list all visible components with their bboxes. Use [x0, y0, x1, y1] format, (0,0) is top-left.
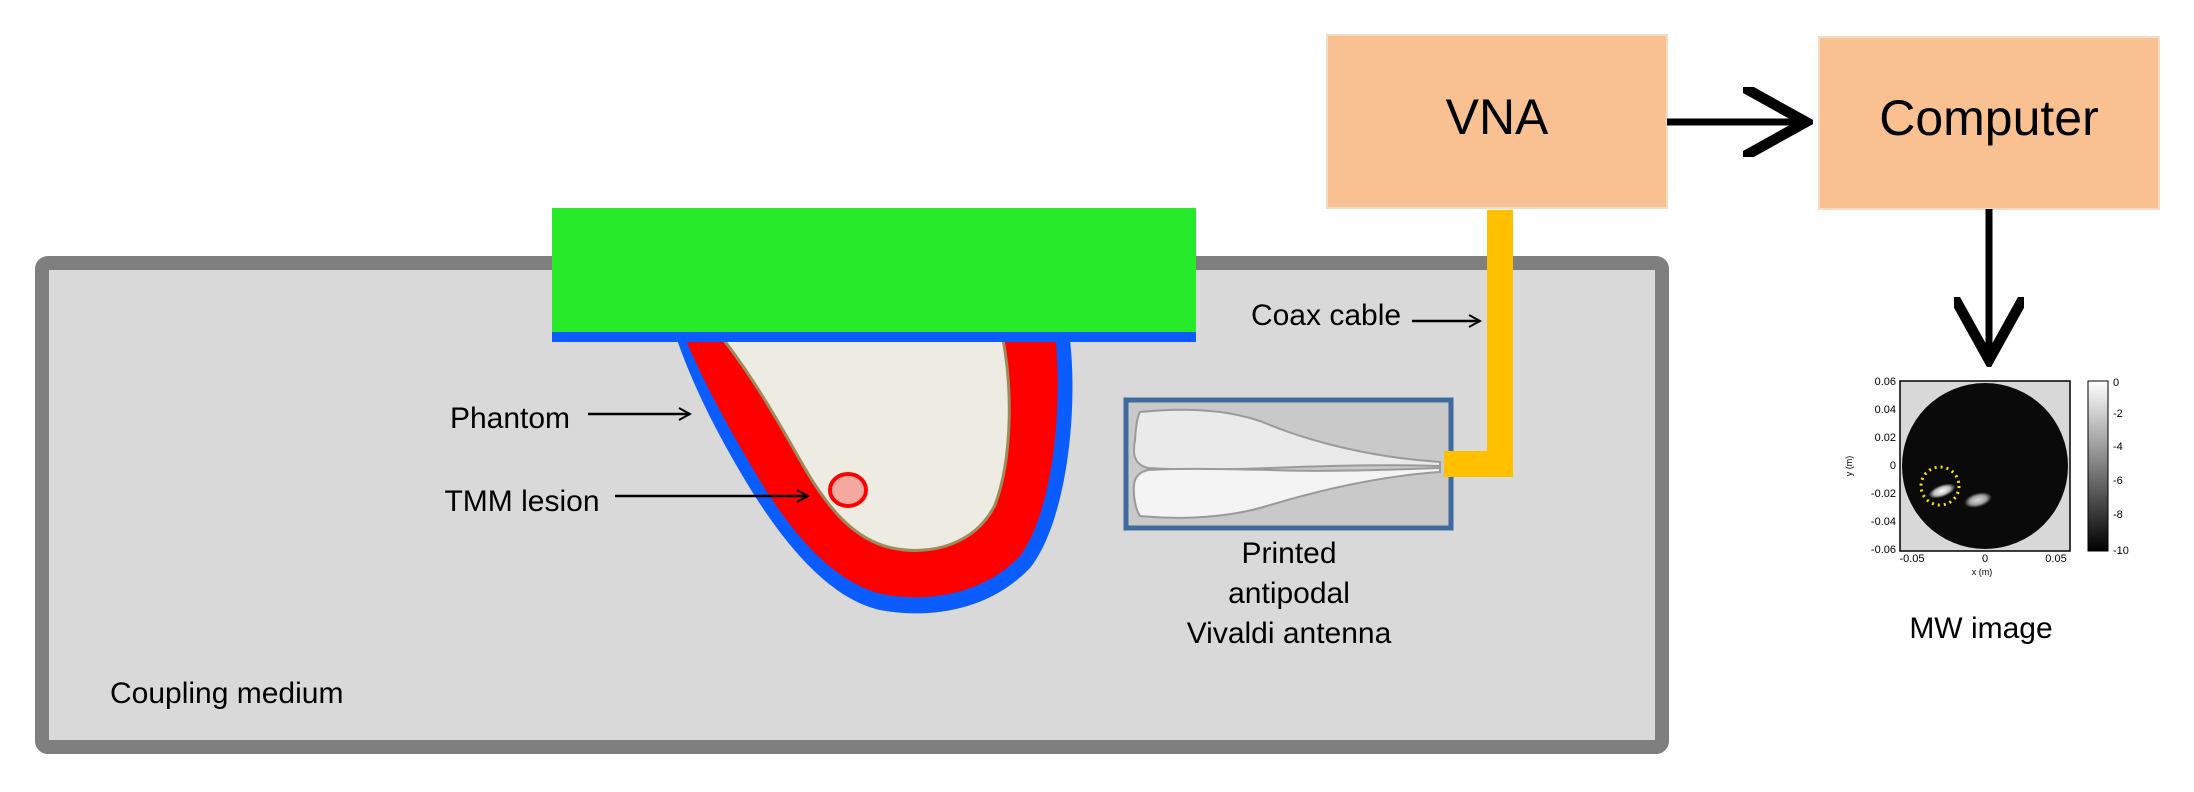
mw-y-tick-5: -0.02	[1871, 488, 1896, 500]
mw-colorbar	[2087, 380, 2109, 552]
mw-x-tick-1: -0.05	[1899, 553, 1924, 565]
mw-image-label: MW image	[1909, 612, 2052, 645]
phantom-label: Phantom	[450, 402, 570, 435]
antenna-upper-wing	[1132, 408, 1441, 471]
mw-image-disk	[1902, 383, 2068, 549]
coax-cable-label: Coax cable	[1251, 299, 1401, 332]
mw-y-tick-3: 0.02	[1875, 432, 1896, 444]
antenna-label-line1: Printed	[1241, 537, 1336, 570]
mw-cbar-tick-1: 0	[2113, 377, 2119, 389]
antenna-label-line2: antipodal	[1228, 577, 1350, 610]
mw-y-tick-4: 0	[1890, 460, 1896, 472]
mw-y-label: y (m)	[1844, 456, 1854, 477]
mw-x-tick-2: 0	[1982, 553, 1988, 565]
mw-y-tick-1: 0.06	[1875, 376, 1896, 388]
computer-label: Computer	[1879, 90, 2099, 146]
vna-box	[1326, 34, 1668, 209]
mw-x-tick-3: 0.05	[2045, 553, 2066, 565]
mw-colorbar-ticks: 0 -2 -4 -6 -8 -10	[2113, 377, 2129, 557]
mw-cbar-tick-4: -6	[2113, 475, 2123, 487]
mw-y-tick-2: 0.04	[1875, 404, 1896, 416]
phantom-tissue	[708, 323, 1011, 552]
green-plate-underline	[552, 332, 1196, 342]
mw-cbar-tick-6: -10	[2113, 545, 2129, 557]
mw-cbar-tick-5: -8	[2113, 509, 2123, 521]
green-support-plate	[552, 208, 1196, 332]
antenna-lower-wing	[1132, 466, 1441, 519]
mw-image-plot: 0.06 0.04 0.02 0 -0.02 -0.04 -0.06 y (m)…	[1844, 376, 2129, 577]
mw-x-label: x (m)	[1972, 567, 1993, 577]
mw-x-axis: -0.05 0 0.05	[1899, 553, 2066, 565]
mw-artifact	[1964, 492, 1992, 508]
mw-lesion-highlight	[1919, 465, 1961, 507]
tmm-lesion-marker	[828, 472, 868, 508]
computer-box	[1818, 36, 2160, 210]
mw-y-tick-7: -0.06	[1871, 544, 1896, 556]
mw-y-tick-6: -0.04	[1871, 516, 1896, 528]
vna-label: VNA	[1446, 89, 1549, 145]
antenna-label-line3: Vivaldi antenna	[1187, 617, 1392, 650]
coax-cable	[1444, 210, 1513, 477]
mw-cbar-tick-3: -4	[2113, 441, 2123, 453]
mw-y-axis: 0.06 0.04 0.02 0 -0.02 -0.04 -0.06	[1871, 376, 1896, 556]
tmm-lesion-label: TMM lesion	[444, 485, 599, 518]
coupling-medium-label: Coupling medium	[110, 677, 343, 710]
mw-reconstructed-target	[1928, 483, 1956, 499]
mw-cbar-tick-2: -2	[2113, 408, 2123, 420]
